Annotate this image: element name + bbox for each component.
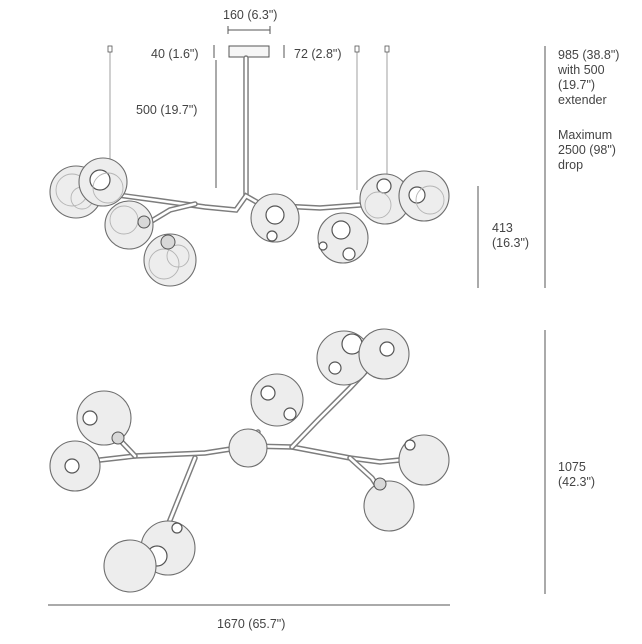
canopy	[228, 45, 270, 58]
canopy-height-label: 40 (1.6")	[151, 47, 199, 61]
globe-plan-2	[49, 440, 101, 492]
cable-hook-mid	[354, 45, 360, 53]
fixture-height-label: 413 (16.3")	[492, 221, 530, 250]
globe-plan-1	[76, 390, 132, 446]
rod-spacing-label: 72 (2.8")	[294, 47, 342, 61]
globe-plan-10	[363, 477, 415, 532]
globe-elev-5	[250, 193, 300, 243]
globe-elev-7	[359, 173, 411, 225]
plan-depth-label: 1075 (42.3")	[558, 460, 596, 489]
plan-view	[48, 328, 546, 606]
canopy-width-label: 160 (6.3")	[223, 8, 278, 22]
globe-elev-6	[317, 212, 369, 264]
globe-plan-8	[358, 328, 410, 380]
globe-plan-9	[398, 434, 450, 486]
cable-hook-left	[107, 45, 113, 53]
rod-length-label: 500 (19.7")	[136, 103, 198, 117]
maximum-drop-label: Maximum 2500 (98") drop	[558, 128, 616, 172]
globe-plan-7	[316, 330, 372, 386]
elevation-view	[49, 26, 546, 288]
globe-elev-2	[78, 157, 128, 207]
overall-drop-label: 985 (38.8") with 500 (19.7") extender	[558, 48, 620, 107]
globe-elev-4	[143, 233, 197, 287]
cable-hook-right	[384, 45, 390, 53]
globe-elev-3	[104, 200, 154, 250]
globe-plan-6	[250, 373, 304, 427]
globe-plan-5	[228, 428, 268, 468]
globe-elev-8	[398, 170, 450, 222]
plan-width-label: 1670 (65.7")	[217, 617, 286, 631]
globe-plan-4	[103, 539, 157, 593]
